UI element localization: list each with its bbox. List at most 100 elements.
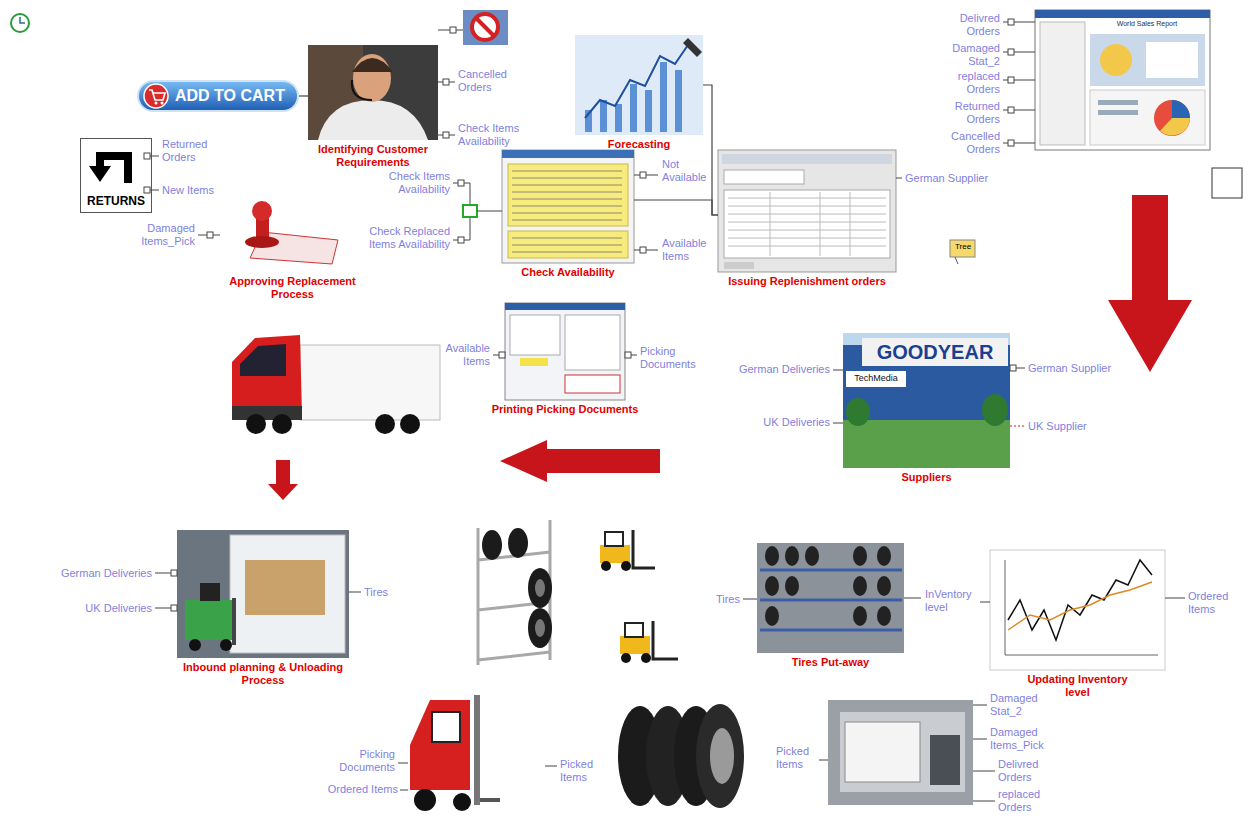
- forecast-photo: [575, 35, 703, 135]
- port-stubs: [1010, 426, 1025, 427]
- process-step: Tires Put-away: [757, 543, 904, 669]
- forklift: [621, 561, 631, 571]
- process-step: Updating Inventory level: [990, 550, 1165, 699]
- replenishment-screenshot: [722, 154, 892, 164]
- port-label: replaced Orders: [998, 788, 1053, 814]
- supplier-photo: [982, 394, 1008, 426]
- port-stubs: [833, 423, 843, 424]
- replenishment-screenshot: [724, 170, 804, 184]
- port-label: Ordered Items: [1188, 590, 1240, 616]
- agent-photo: [308, 45, 438, 140]
- flow-arrow: [1108, 195, 1192, 372]
- replenishment-screenshot: [728, 192, 886, 256]
- sales-report-screenshot: [1146, 42, 1198, 78]
- replenishment-screenshot: [724, 262, 754, 269]
- port-stubs: [980, 602, 990, 603]
- unloading-photo: [185, 600, 235, 640]
- forklift: [633, 530, 655, 568]
- truck: [272, 414, 292, 434]
- picking-screenshot: [505, 303, 625, 400]
- port-label: Damaged Stat_2: [948, 42, 1000, 68]
- port-label: Returned Orders: [948, 100, 1000, 126]
- port-label: German Supplier: [1028, 362, 1138, 375]
- port-stubs: [349, 592, 361, 593]
- port-label: Check Items Availability: [458, 122, 528, 148]
- port-label: UK Supplier: [1028, 420, 1118, 433]
- port-label: German Deliveries: [40, 567, 152, 580]
- forklift: [605, 532, 623, 546]
- port-stubs: [1014, 143, 1035, 144]
- tire-rack: [508, 528, 528, 558]
- tree-icon: [950, 240, 975, 264]
- connector: [299, 95, 308, 96]
- port-label: UK Deliveries: [740, 416, 830, 429]
- inventory-chart: [990, 550, 1165, 670]
- port-label: Check Replaced Items Availability: [368, 225, 450, 251]
- port-stubs: [640, 172, 646, 178]
- dock-photo: [828, 700, 973, 805]
- port-stubs: [171, 605, 177, 611]
- port-label: Picked Items: [776, 745, 816, 771]
- port-stubs: [493, 355, 499, 356]
- image-text: Tree: [951, 242, 975, 252]
- dock-photo: [930, 735, 960, 785]
- port-stubs: [1008, 49, 1014, 55]
- cart-icon: [144, 84, 168, 108]
- port-label: Tires: [364, 586, 404, 599]
- unloading-photo: [230, 535, 345, 653]
- connector: [634, 200, 718, 215]
- port-label: Picking Documents: [640, 345, 702, 371]
- port-stubs: [398, 763, 408, 764]
- replenishment-screenshot: [724, 190, 890, 258]
- port-label: Tires: [700, 593, 740, 606]
- image-text: GOODYEAR: [860, 340, 1010, 364]
- port-stubs: [973, 801, 995, 802]
- port-label: Cancelled Orders: [948, 130, 1000, 156]
- stamp-photo: [252, 201, 272, 221]
- port-stubs: [144, 19, 1185, 801]
- step-caption: Printing Picking Documents: [485, 403, 645, 416]
- port-stubs: [449, 82, 455, 83]
- port-stubs: [464, 217, 470, 240]
- clock-icon: [11, 14, 29, 32]
- port-stubs: [1003, 80, 1008, 81]
- process-step: Inbound planning & Unloading Process: [163, 530, 363, 687]
- step-caption: Tires Put-away: [757, 656, 904, 669]
- red-forklift: [410, 695, 500, 811]
- image-text: TechMedia: [848, 373, 904, 384]
- truck: [375, 414, 395, 434]
- cancel-icon: [463, 10, 508, 45]
- port-label: Cancelled Orders: [458, 68, 513, 94]
- flow-arrow: [268, 460, 298, 500]
- inventory-chart: [1008, 560, 1152, 640]
- picking-screenshot: [565, 375, 620, 393]
- port-stubs: [1014, 110, 1035, 111]
- port-stubs: [450, 27, 456, 33]
- port-stubs: [144, 187, 150, 193]
- putaway-photo: [757, 543, 904, 653]
- agent-photo: [352, 80, 372, 100]
- cancel-icon: [472, 14, 498, 40]
- agent-photo: [308, 45, 438, 140]
- step-caption: Inbound planning & Unloading Process: [163, 661, 363, 687]
- forecast-photo: [600, 100, 607, 132]
- port-stubs: [973, 771, 995, 772]
- forecast-photo: [683, 38, 702, 57]
- tire-rack: [482, 530, 502, 560]
- port-stubs: [453, 240, 458, 241]
- process-step: Printing Picking Documents: [485, 303, 645, 416]
- availability-screenshot: [502, 150, 634, 263]
- forecast-photo: [630, 84, 637, 132]
- red-forklift: [410, 700, 470, 790]
- putaway-photo: [760, 570, 902, 630]
- picking-screenshot: [520, 358, 548, 366]
- port-stubs: [438, 135, 443, 136]
- picking-screenshot: [565, 315, 620, 370]
- port-stubs: [1010, 365, 1016, 371]
- putaway-photo: [805, 546, 819, 566]
- port-label: Damaged Items_Pick: [137, 222, 195, 248]
- port-label: Available Items: [662, 237, 714, 263]
- port-stubs: [1014, 22, 1035, 23]
- truck: [232, 406, 302, 420]
